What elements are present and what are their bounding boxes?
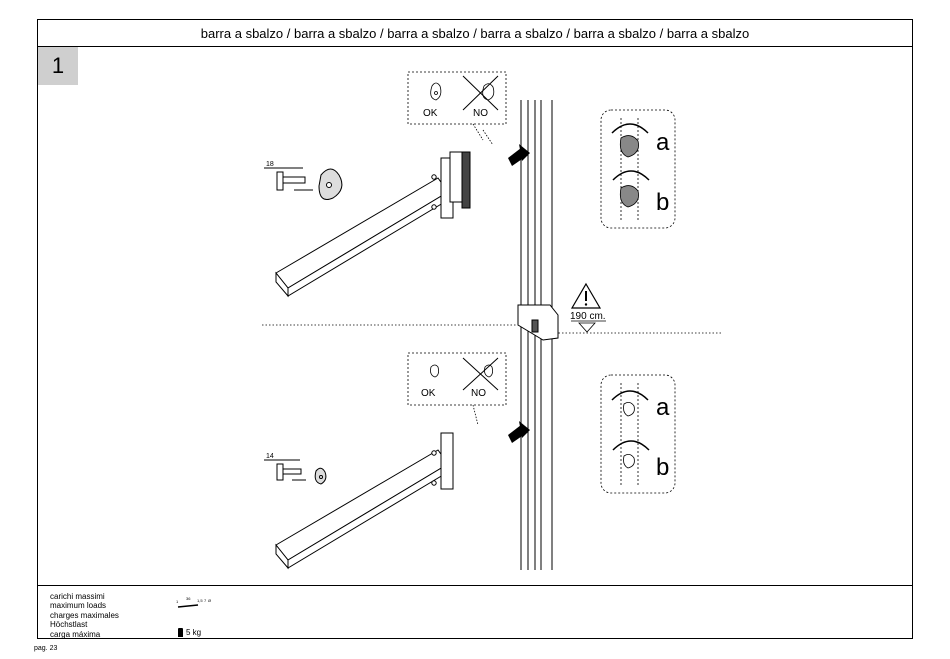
max-loads-de: Höchstlast bbox=[50, 620, 119, 629]
bottom-rotation-a: a bbox=[656, 394, 670, 421]
max-weight: 5 kg bbox=[178, 628, 201, 637]
max-loads-fr: charges maximales bbox=[50, 611, 119, 620]
bottom-bolt-detail bbox=[264, 460, 326, 484]
max-loads-list: carichi massimi maximum loads charges ma… bbox=[50, 592, 119, 639]
upright-connector bbox=[518, 305, 558, 340]
max-loads-it: carichi massimi bbox=[50, 592, 119, 601]
max-loads-es: carga máxima bbox=[50, 630, 119, 639]
dim-15: 1,5 bbox=[197, 598, 203, 603]
bottom-rotation-b: b bbox=[656, 454, 669, 481]
weight-bag-icon bbox=[178, 628, 183, 637]
height-label: 190 cm. bbox=[570, 311, 606, 322]
bottom-cantilever-bar bbox=[276, 433, 453, 568]
max-loads-en: maximum loads bbox=[50, 601, 119, 610]
footer-loads: carichi massimi maximum loads charges ma… bbox=[38, 585, 912, 639]
warning-triangle-icon bbox=[571, 284, 606, 332]
page-number: pag. 23 bbox=[34, 645, 57, 652]
dim-1: 1 bbox=[176, 599, 179, 604]
bottom-no-label: NO bbox=[471, 388, 486, 399]
max-weight-value: 5 kg bbox=[186, 628, 201, 637]
dim-36: 36 bbox=[186, 596, 191, 601]
dim-7: 7 bbox=[204, 598, 207, 603]
dim-diameter: Ø bbox=[208, 598, 211, 603]
assembly-drawing: 18 OK NO a b bbox=[38, 20, 914, 585]
top-cantilever-bar bbox=[276, 152, 470, 296]
bottom-ok-label: OK bbox=[421, 388, 436, 399]
top-rotation-b: b bbox=[656, 189, 669, 216]
top-no-label: NO bbox=[473, 108, 488, 119]
top-bolt-detail bbox=[264, 168, 342, 200]
page-frame: barra a sbalzo / barra a sbalzo / barra … bbox=[37, 19, 913, 639]
bottom-bolt-length-label: 14 bbox=[266, 453, 274, 460]
top-ok-label: OK bbox=[423, 108, 438, 119]
top-bolt-length-label: 18 bbox=[266, 161, 274, 168]
top-rotation-a: a bbox=[656, 129, 670, 156]
bar-dimension-diagram: 1 36 1,5 7 Ø bbox=[176, 594, 236, 612]
